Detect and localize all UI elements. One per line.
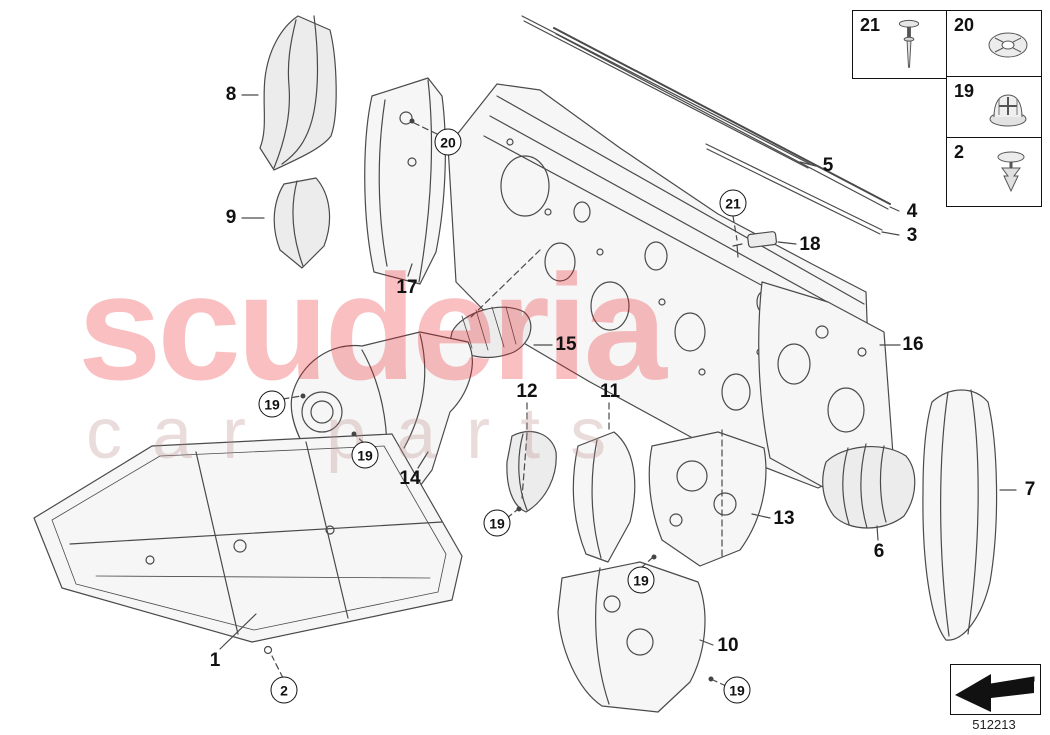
part-callout-5[interactable]: 5 xyxy=(822,155,834,176)
part-callout-6[interactable]: 6 xyxy=(873,541,885,562)
part-callout-8[interactable]: 8 xyxy=(225,84,237,105)
diagram-number: 512213 xyxy=(972,717,1016,732)
expanding-rivet-icon xyxy=(997,151,1025,193)
part-callout-4[interactable]: 4 xyxy=(906,201,918,222)
part-1-art xyxy=(33,433,463,655)
part-callout-19[interactable]: 19 xyxy=(627,566,655,594)
part-callout-2[interactable]: 2 xyxy=(270,676,298,704)
legend-cell-20: 20 xyxy=(946,10,1042,79)
part-callout-18[interactable]: 18 xyxy=(799,234,821,255)
part-10-art xyxy=(557,561,706,713)
legend-label-21: 21 xyxy=(860,15,881,35)
part-callout-12[interactable]: 12 xyxy=(516,381,538,402)
expansion-rivet-icon xyxy=(898,19,920,68)
legend-cell-2: 2 xyxy=(946,137,1042,207)
part-12-art xyxy=(506,431,557,513)
part-callout-10[interactable]: 10 xyxy=(717,635,739,656)
part-callout-19[interactable]: 19 xyxy=(258,390,286,418)
part-18-art xyxy=(732,231,778,258)
sealing-washer-icon xyxy=(988,32,1028,57)
part-callout-16[interactable]: 16 xyxy=(902,334,924,355)
part-callout-17[interactable]: 17 xyxy=(396,277,418,298)
part-callout-1[interactable]: 1 xyxy=(209,650,221,671)
part-6-art xyxy=(822,443,916,529)
part-7-art xyxy=(922,389,998,641)
part-callout-20[interactable]: 20 xyxy=(434,128,462,156)
plastic-nut-icon xyxy=(989,94,1027,127)
part-callout-9[interactable]: 9 xyxy=(225,207,237,228)
direction-indicator-box xyxy=(950,664,1041,715)
part-11-art xyxy=(572,431,636,563)
direction-arrow-icon xyxy=(955,674,1035,712)
strip-5-art xyxy=(521,15,811,169)
legend-label-20: 20 xyxy=(954,15,975,35)
part-callout-21[interactable]: 21 xyxy=(719,189,747,217)
part-callout-3[interactable]: 3 xyxy=(906,225,918,246)
part-callout-14[interactable]: 14 xyxy=(399,468,421,489)
part-callout-7[interactable]: 7 xyxy=(1024,479,1036,500)
strip-3-art xyxy=(705,143,883,235)
part-callout-13[interactable]: 13 xyxy=(773,508,795,529)
part-callout-19[interactable]: 19 xyxy=(351,441,379,469)
part-9-art xyxy=(273,177,331,269)
strip-4-art xyxy=(553,27,891,210)
legend-cell-19: 19 xyxy=(946,76,1042,140)
legend-label-2: 2 xyxy=(954,142,965,162)
part-callout-15[interactable]: 15 xyxy=(555,334,577,355)
part-13-art xyxy=(648,431,767,567)
part-17-art xyxy=(364,77,446,285)
part-callout-19[interactable]: 19 xyxy=(483,509,511,537)
part-callout-19[interactable]: 19 xyxy=(723,676,751,704)
legend-cell-21: 21 xyxy=(852,10,949,79)
fastener-dots xyxy=(300,118,714,682)
part-callout-11[interactable]: 11 xyxy=(599,381,621,402)
leader-lines xyxy=(219,94,1017,650)
part-8-art xyxy=(259,15,337,171)
legend-label-19: 19 xyxy=(954,81,975,101)
